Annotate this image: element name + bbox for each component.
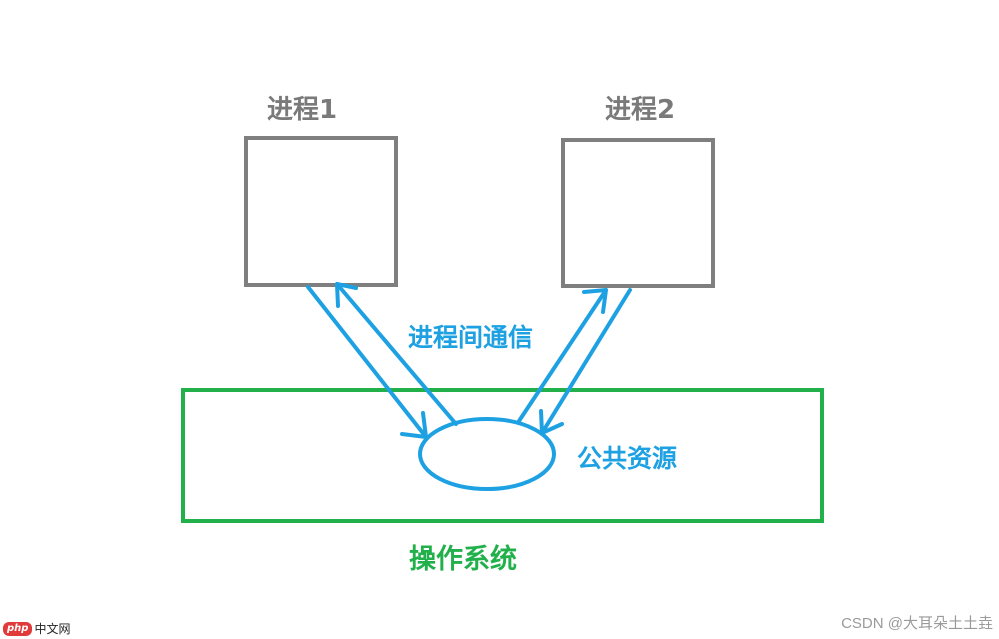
php-watermark: php 中文网 (3, 620, 70, 637)
shared-resource-ellipse (418, 417, 556, 491)
php-logo-badge: php (3, 621, 33, 636)
ipc-arrows-left (306, 282, 458, 439)
process2-box (561, 138, 715, 288)
arrowhead-down-right (539, 409, 564, 435)
arrow-process1-to-resource (306, 285, 428, 439)
ipc-arrows-right (517, 288, 632, 435)
php-watermark-text: 中文网 (34, 622, 71, 636)
csdn-watermark: CSDN @大耳朵土土垚 (841, 615, 993, 632)
arrowhead-up-right (582, 288, 608, 314)
os-box (181, 388, 824, 523)
process2-label: 进程2 (605, 95, 676, 125)
arrowhead-up-left (335, 282, 358, 308)
arrow-resource-to-process2 (517, 288, 608, 423)
shared-resource-label: 公共资源 (577, 444, 678, 473)
arrow-process2-to-resource (540, 288, 632, 435)
process1-label: 进程1 (267, 95, 338, 125)
ipc-label: 进程间通信 (408, 323, 534, 352)
process1-box (244, 136, 398, 287)
arrow-resource-to-process1 (335, 282, 458, 426)
os-label: 操作系统 (409, 544, 517, 575)
arrowhead-down-left (400, 411, 428, 439)
